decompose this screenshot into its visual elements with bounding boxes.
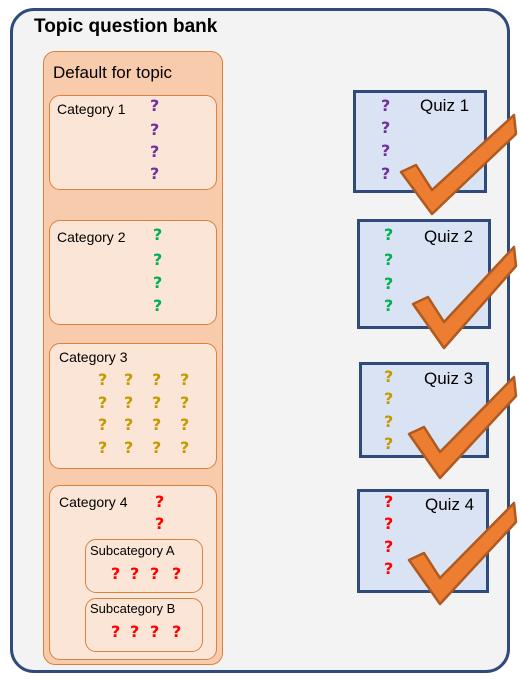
question-mark-icon: ?: [384, 412, 394, 431]
question-mark-icon: ?: [384, 250, 394, 269]
question-mark-icon: ?: [180, 438, 190, 457]
question-mark-icon: ?: [381, 141, 391, 160]
question-mark-icon: ?: [98, 438, 108, 457]
question-mark-icon: ?: [384, 434, 394, 453]
question-mark-icon: ?: [153, 225, 163, 244]
question-mark-icon: ?: [180, 370, 190, 389]
subcategory-b-label: Subcategory B: [90, 601, 176, 616]
quiz-4-label: Quiz 4: [425, 495, 475, 514]
question-mark-icon: ?: [381, 118, 391, 137]
checkmark-icon: [399, 113, 518, 216]
subcategory-b: [85, 598, 203, 652]
subcategory-a: [85, 539, 203, 593]
question-mark-icon: ?: [98, 393, 108, 412]
question-mark-icon: ?: [384, 389, 394, 408]
subcategory-a-label: Subcategory A: [90, 543, 175, 558]
category-2-label: Category 2: [57, 229, 126, 245]
question-mark-icon: ?: [124, 438, 134, 457]
question-mark-icon: ?: [384, 367, 394, 386]
question-mark-icon: ?: [98, 415, 108, 434]
question-mark-icon: ?: [150, 96, 160, 115]
quiz-3-label: Quiz 3: [424, 369, 474, 388]
question-mark-icon: ?: [153, 250, 163, 269]
category-4-label: Category 4: [59, 494, 128, 510]
question-mark-icon: ?: [172, 622, 182, 641]
question-mark-icon: ?: [152, 370, 162, 389]
question-mark-icon: ?: [155, 492, 165, 511]
question-mark-icon: ?: [384, 274, 394, 293]
question-mark-icon: ?: [381, 164, 391, 183]
category-1: [49, 95, 217, 190]
question-mark-icon: ?: [381, 96, 391, 115]
question-mark-icon: ?: [124, 370, 134, 389]
category-2: [49, 220, 217, 325]
question-mark-icon: ?: [384, 514, 394, 533]
quiz-2-label: Quiz 2: [424, 227, 474, 246]
question-mark-icon: ?: [130, 564, 140, 583]
category-1-label: Category 1: [57, 101, 126, 117]
question-mark-icon: ?: [152, 393, 162, 412]
question-mark-icon: ?: [384, 225, 394, 244]
question-mark-icon: ?: [150, 120, 160, 139]
question-mark-icon: ?: [384, 296, 394, 315]
question-mark-icon: ?: [153, 296, 163, 315]
question-mark-icon: ?: [384, 492, 394, 511]
question-mark-icon: ?: [150, 622, 160, 641]
question-mark-icon: ?: [98, 370, 108, 389]
question-mark-icon: ?: [384, 537, 394, 556]
default-category-title: Default for topic: [53, 63, 173, 82]
question-mark-icon: ?: [111, 622, 121, 641]
question-mark-icon: ?: [180, 393, 190, 412]
category-3: [49, 343, 217, 469]
checkmark-icon: [411, 245, 518, 350]
question-mark-icon: ?: [152, 438, 162, 457]
checkmark-icon: [407, 375, 518, 480]
question-mark-icon: ?: [150, 564, 160, 583]
question-mark-icon: ?: [150, 142, 160, 161]
question-mark-icon: ?: [124, 415, 134, 434]
question-mark-icon: ?: [384, 559, 394, 578]
question-mark-icon: ?: [152, 415, 162, 434]
question-mark-icon: ?: [155, 514, 165, 533]
category-3-label: Category 3: [59, 349, 128, 365]
question-mark-icon: ?: [150, 164, 160, 183]
question-mark-icon: ?: [153, 273, 163, 292]
question-mark-icon: ?: [124, 393, 134, 412]
question-mark-icon: ?: [130, 622, 140, 641]
quiz-1-label: Quiz 1: [420, 96, 470, 115]
checkmark-icon: [407, 501, 518, 606]
bank-title: Topic question bank: [34, 16, 218, 37]
question-mark-icon: ?: [172, 564, 182, 583]
question-mark-icon: ?: [111, 564, 121, 583]
question-mark-icon: ?: [180, 415, 190, 434]
